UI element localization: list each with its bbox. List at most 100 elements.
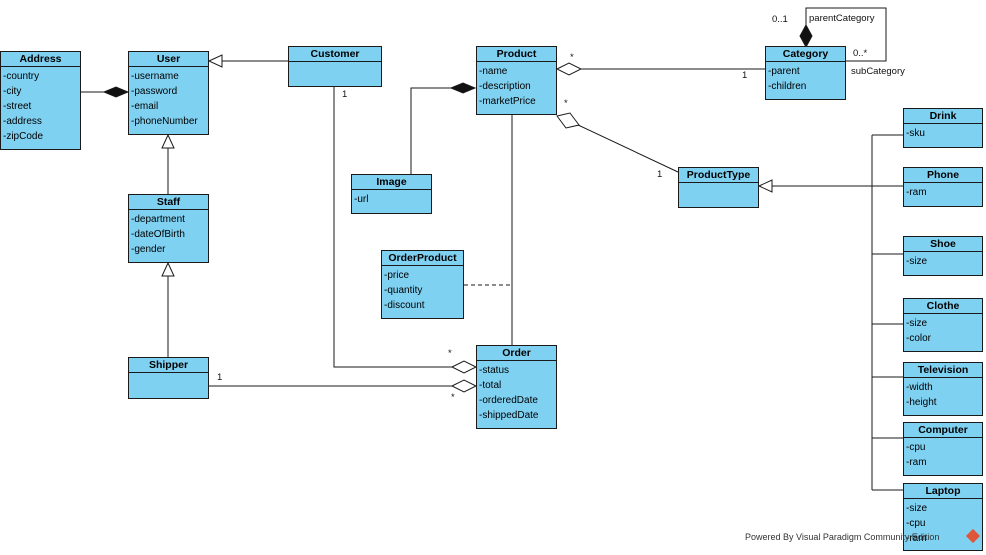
class-name: ProductType bbox=[679, 168, 758, 183]
class-attribute: -username bbox=[131, 71, 179, 82]
class-attributes: -width -height bbox=[904, 378, 982, 410]
class-attribute: -dateOfBirth bbox=[131, 229, 185, 240]
class-attribute: -shippedDate bbox=[479, 410, 539, 421]
class-attribute: -quantity bbox=[384, 285, 423, 296]
category-sub-role: subCategory bbox=[851, 66, 905, 77]
class-attribute: -zipCode bbox=[3, 131, 44, 142]
class-attribute: -price bbox=[384, 270, 410, 281]
category-self-line bbox=[805, 7, 887, 62]
class-attribute: -phoneNumber bbox=[131, 116, 198, 127]
category-sub-multiplicity: 0..* bbox=[853, 48, 868, 59]
class-shoe: Shoe -size bbox=[903, 236, 983, 276]
product-producttype-line bbox=[575, 123, 679, 173]
class-clothe: Clothe -size -color bbox=[903, 298, 983, 352]
class-customer: Customer bbox=[288, 46, 382, 87]
class-name: Image bbox=[352, 175, 431, 190]
class-name: Order bbox=[477, 346, 556, 361]
class-category: Category -parent -children bbox=[765, 46, 846, 100]
aggregation-diamond bbox=[450, 379, 478, 393]
class-name: Category bbox=[766, 47, 845, 62]
class-attribute: -children bbox=[768, 81, 807, 92]
class-name: Television bbox=[904, 363, 982, 378]
class-name: Clothe bbox=[904, 299, 982, 314]
class-attributes: -sku bbox=[904, 124, 982, 141]
class-computer: Computer -cpu -ram bbox=[903, 422, 983, 476]
class-attribute: -country bbox=[3, 71, 40, 82]
class-name: OrderProduct bbox=[382, 251, 463, 266]
generalization-arrow bbox=[757, 179, 773, 193]
class-staff: Staff -department-dateOfBirth-gender bbox=[128, 194, 209, 263]
class-attributes: -size bbox=[904, 252, 982, 269]
class-attribute: -status bbox=[479, 365, 510, 376]
class-name: Computer bbox=[904, 423, 982, 438]
class-attribute: -cpu bbox=[906, 442, 926, 453]
class-attribute: -ram bbox=[906, 457, 927, 468]
image-product-line bbox=[410, 87, 451, 174]
customer-order-many: * bbox=[448, 348, 452, 359]
class-attributes: -status-total-orderedDate-shippedDate bbox=[477, 361, 556, 423]
class-name: Laptop bbox=[904, 484, 982, 499]
class-name: Address bbox=[1, 52, 80, 67]
class-attribute: -name bbox=[479, 66, 508, 77]
composition-diamond bbox=[799, 23, 813, 49]
class-attribute: -size bbox=[906, 256, 928, 267]
class-attributes: -url bbox=[352, 190, 431, 207]
class-attribute: -url bbox=[354, 194, 369, 205]
class-address: Address -country-city-street-address-zip… bbox=[0, 51, 81, 150]
generalization-arrow bbox=[161, 133, 175, 149]
shipper-order-many: * bbox=[451, 392, 455, 403]
product-category-one: 1 bbox=[742, 70, 748, 81]
class-name: Shipper bbox=[129, 358, 208, 373]
class-name: Drink bbox=[904, 109, 982, 124]
shipper-order-one: 1 bbox=[217, 372, 223, 383]
class-attributes: -cpu -ram bbox=[904, 438, 982, 470]
class-attributes: -name -description -marketPrice bbox=[477, 62, 556, 109]
class-product: Product -name -description -marketPrice bbox=[476, 46, 557, 115]
class-attribute: -height bbox=[906, 397, 937, 408]
class-phone: Phone -ram bbox=[903, 167, 983, 207]
composition-diamond bbox=[102, 86, 130, 98]
class-user: User -username-password-email-phoneNumbe… bbox=[128, 51, 209, 135]
class-attributes: -department-dateOfBirth-gender bbox=[129, 210, 208, 257]
class-attribute: -address bbox=[3, 116, 42, 127]
product-type-one: 1 bbox=[657, 169, 663, 180]
class-attribute: -sku bbox=[906, 128, 925, 139]
class-attribute: -size bbox=[906, 503, 928, 514]
class-attribute: -width bbox=[906, 382, 933, 393]
class-attribute: -discount bbox=[384, 300, 425, 311]
class-attribute: -street bbox=[3, 101, 32, 112]
class-name: Customer bbox=[289, 47, 381, 62]
product-type-many: * bbox=[564, 98, 568, 109]
aggregation-diamond bbox=[556, 112, 580, 129]
class-shipper: Shipper bbox=[128, 357, 209, 399]
class-attribute: -marketPrice bbox=[479, 96, 536, 107]
class-attribute: -ram bbox=[906, 187, 927, 198]
class-attribute: -parent bbox=[768, 66, 800, 77]
class-name: User bbox=[129, 52, 208, 67]
class-attributes: -price -quantity -discount bbox=[382, 266, 463, 313]
class-attribute: -color bbox=[906, 333, 932, 344]
class-attribute: -size bbox=[906, 318, 928, 329]
aggregation-diamond bbox=[555, 62, 583, 76]
category-parent-multiplicity: 0..1 bbox=[772, 14, 788, 25]
class-attribute: -cpu bbox=[906, 518, 926, 529]
class-attribute: -ram bbox=[906, 533, 927, 544]
class-attribute: -password bbox=[131, 86, 178, 97]
class-attribute: -total bbox=[479, 380, 502, 391]
class-name: Product bbox=[477, 47, 556, 62]
product-category-many: * bbox=[570, 52, 574, 63]
class-image: Image -url bbox=[351, 174, 432, 214]
customer-order-one: 1 bbox=[342, 89, 348, 100]
customer-order-line bbox=[333, 87, 452, 368]
class-attributes: -country-city-street-address-zipCode bbox=[1, 67, 80, 144]
composition-diamond bbox=[449, 82, 477, 94]
class-attributes: -size -cpu -ram bbox=[904, 499, 982, 546]
class-attribute: -description bbox=[479, 81, 531, 92]
class-producttype: ProductType bbox=[678, 167, 759, 208]
class-order: Order -status-total-orderedDate-shippedD… bbox=[476, 345, 557, 429]
class-drink: Drink -sku bbox=[903, 108, 983, 148]
class-laptop: Laptop -size -cpu -ram bbox=[903, 483, 983, 551]
class-name: Shoe bbox=[904, 237, 982, 252]
